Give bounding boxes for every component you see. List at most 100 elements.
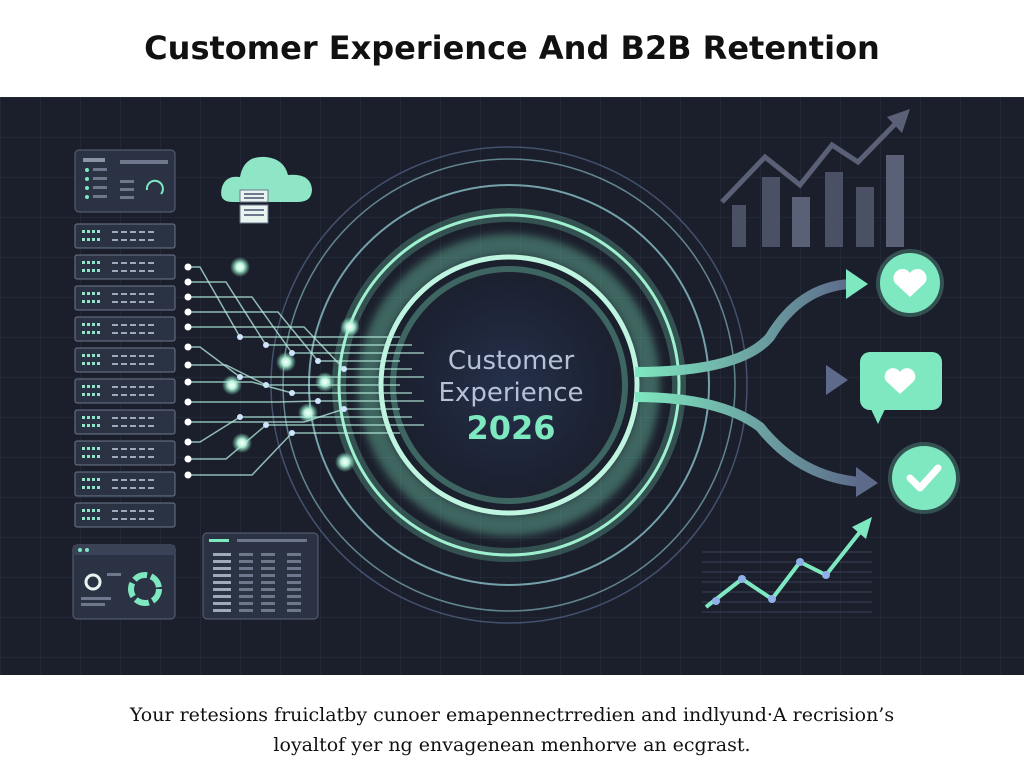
circuit-node [184, 438, 192, 446]
circuit-node [184, 308, 192, 316]
table-cell [239, 574, 253, 577]
table-cell [213, 609, 231, 612]
rack-unit [74, 440, 176, 466]
rack-unit [74, 316, 176, 342]
dashboard-window-icon [74, 149, 176, 213]
table-cell [287, 581, 301, 584]
rack-unit [74, 502, 176, 528]
glow-dot [222, 375, 242, 395]
circuit-node [315, 358, 321, 364]
table-cell [261, 560, 275, 563]
table-cell [261, 567, 275, 570]
caption: Your retesions fruiclatby cunoer emapenn… [0, 700, 1024, 760]
table-cell [287, 560, 301, 563]
rack-unit [74, 409, 176, 435]
circuit-trace [188, 432, 400, 476]
rack-unit [74, 378, 176, 404]
table-cell [239, 588, 253, 591]
arrow-head-top [846, 269, 868, 299]
table-cell [213, 553, 231, 556]
table-cell [261, 595, 275, 598]
infographic-panel: Customer Experience 2026 [0, 97, 1024, 675]
circuit-node [289, 390, 295, 396]
table-cell [261, 602, 275, 605]
table-cell [213, 567, 231, 570]
caption-line-1: Your retesions fruiclatby cunoer emapenn… [129, 704, 895, 726]
page-title: Customer Experience And B2B Retention [144, 29, 880, 67]
table-cell [213, 574, 231, 577]
glow-dot [276, 352, 296, 372]
table-cell [261, 609, 275, 612]
circuit-node [184, 471, 192, 479]
circuit-trace [188, 311, 400, 362]
circuit-node [184, 278, 192, 286]
table-cell [261, 553, 275, 556]
arrow-head-bottom [856, 467, 878, 497]
center-line-1: Customer [448, 346, 575, 376]
circuit-node [184, 361, 192, 369]
circuit-node [237, 334, 243, 340]
arrow-head-middle [826, 365, 848, 395]
circuit-node [184, 343, 192, 351]
table-cell [287, 609, 301, 612]
circuit-trace [188, 296, 424, 354]
circuit-node [184, 323, 192, 331]
center-line-2: Experience [439, 378, 584, 408]
table-cell [261, 588, 275, 591]
circuit-trace [188, 400, 424, 403]
table-cell [287, 595, 301, 598]
heart-speech-bubble-icon [860, 352, 942, 424]
analytics-window-icon [72, 544, 176, 620]
table-cell [287, 602, 301, 605]
table-window-icon [202, 532, 319, 620]
rack-unit [74, 285, 176, 311]
table-cell [239, 581, 253, 584]
table-cell [287, 574, 301, 577]
table-cell [213, 602, 231, 605]
circuit-node [263, 342, 269, 348]
caption-line-2: loyaltof yer ng envagenean menhorve an e… [273, 734, 751, 756]
circuit-trace [188, 326, 412, 370]
circuit-node [263, 422, 269, 428]
table-cell [239, 553, 253, 556]
table-cell [213, 588, 231, 591]
circuit-node [315, 398, 321, 404]
glow-dot [230, 257, 250, 277]
table-cell [287, 567, 301, 570]
circuit-trace [188, 416, 412, 443]
table-cell [239, 602, 253, 605]
rack-unit [74, 254, 176, 280]
circuit-node [237, 414, 243, 420]
circuit-node [341, 366, 347, 372]
glow-dot [315, 372, 335, 392]
flow-arrows [634, 269, 878, 497]
table-cell [239, 560, 253, 563]
rack-unit [74, 347, 176, 373]
table-cell [239, 567, 253, 570]
circuit-trace [188, 266, 400, 338]
circuit-trace [188, 281, 412, 346]
circuit-trace [188, 381, 412, 394]
glow-dot [340, 317, 360, 337]
table-cell [287, 553, 301, 556]
server-rack-icon [74, 223, 176, 528]
circuit-node [184, 455, 192, 463]
table-cell [213, 581, 231, 584]
infographic-svg: Customer Experience 2026 [0, 97, 1024, 675]
glow-dot [298, 403, 318, 423]
bar-chart-icon [720, 109, 910, 247]
table-cell [213, 595, 231, 598]
circuit-node [184, 263, 192, 271]
circuit-node [341, 406, 347, 412]
cloud-icon [221, 156, 312, 224]
table-cell [261, 581, 275, 584]
table-cell [213, 560, 231, 563]
table-cell [287, 588, 301, 591]
circuit-node [184, 378, 192, 386]
heart-icon [876, 249, 944, 317]
circuit-node [184, 398, 192, 406]
center-year: 2026 [466, 409, 555, 447]
rack-unit [74, 223, 176, 249]
rack-unit [74, 471, 176, 497]
circuit-node [184, 418, 192, 426]
